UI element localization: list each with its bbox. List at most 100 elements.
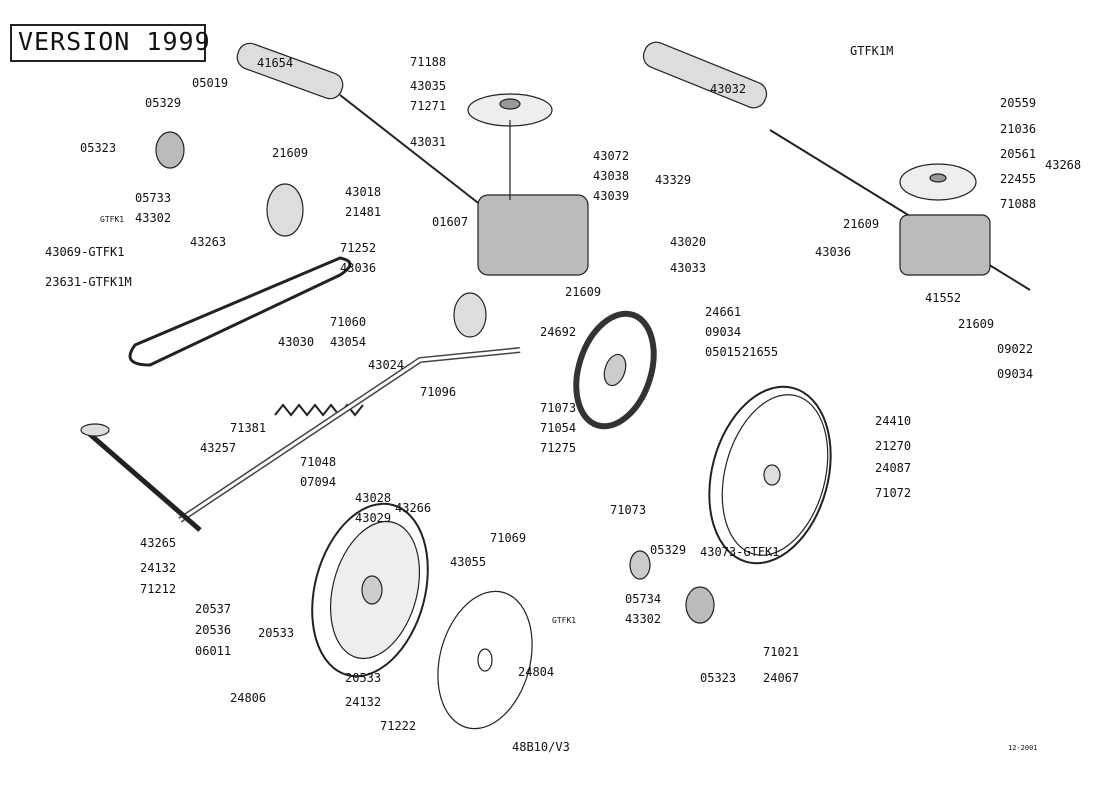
part-label: 43069-GTFK1 (45, 245, 124, 259)
part-label: 71222 (380, 719, 416, 733)
part-label: 22455 (1000, 172, 1036, 186)
part-label: 05329 (145, 96, 181, 110)
part-label: 21270 (875, 439, 911, 453)
part-label: 05323 (700, 671, 736, 685)
part-label: 71054 (540, 421, 576, 435)
part-label: 43257 (200, 441, 236, 455)
part-label: 71212 (140, 582, 176, 596)
part-label: 43055 (450, 555, 486, 569)
part-label: 05734 (625, 592, 661, 606)
part-label: 24806 (230, 691, 266, 705)
right-gearbox (899, 163, 991, 276)
part-label: 24804 (518, 665, 554, 679)
part-label: 43039 (593, 189, 629, 203)
left-drive-shaft (236, 42, 501, 221)
drive-gears (155, 131, 715, 624)
part-label: 24132 (345, 695, 381, 709)
part-label: 71275 (540, 441, 576, 455)
part-label: 43329 (655, 173, 691, 187)
part-label: 20536 (195, 623, 231, 637)
part-label: 43024 (368, 358, 404, 372)
part-label: 43302 (625, 612, 661, 626)
part-label: 24067 (763, 671, 799, 685)
part-label: GTFK1 (552, 616, 576, 625)
part-label: 43028 (355, 491, 391, 505)
part-label: 09034 (997, 367, 1033, 381)
part-label: 43033 (670, 261, 706, 275)
part-label: 21481 (345, 205, 381, 219)
drive-pulley (573, 310, 657, 430)
part-label: 21655 (742, 345, 778, 359)
part-label: 71096 (420, 385, 456, 399)
part-label: 43073-GTFK1 (700, 545, 779, 559)
part-label: 71073 (610, 503, 646, 517)
part-label: 21609 (272, 146, 308, 160)
right-wheel (708, 385, 832, 565)
part-label: 21036 (1000, 122, 1036, 136)
part-label: 43030 (278, 335, 314, 349)
rear-axle-frame (80, 347, 521, 532)
part-label: 43302 (135, 211, 171, 225)
part-label: 05323 (80, 141, 116, 155)
part-label: 20533 (345, 671, 381, 685)
part-label: 71271 (410, 99, 446, 113)
part-label: 24087 (875, 461, 911, 475)
part-label: 43266 (395, 501, 431, 515)
part-label: 43265 (140, 536, 176, 550)
part-label: 24132 (140, 561, 176, 575)
part-label: GTFK1 (100, 215, 124, 224)
part-label: 09034 (705, 325, 741, 339)
part-label: 20559 (1000, 96, 1036, 110)
part-label: 06011 (195, 644, 231, 658)
drawing-code: 48B10/V3 (512, 740, 570, 754)
date-code: 12-2001 (1008, 744, 1038, 752)
part-label: 71381 (230, 421, 266, 435)
part-label: 01607 (432, 215, 468, 229)
part-label: 07094 (300, 475, 336, 489)
part-label: 43020 (670, 235, 706, 249)
part-label: 71072 (875, 486, 911, 500)
part-label: 43031 (410, 135, 446, 149)
part-label: 05329 (650, 543, 686, 557)
part-label: 23631-GTFK1M (45, 275, 132, 289)
part-label: 20537 (195, 602, 231, 616)
part-label: 71088 (1000, 197, 1036, 211)
model-code: GTFK1M (850, 44, 894, 58)
part-label: 43032 (710, 82, 746, 96)
part-label: 43036 (815, 245, 851, 259)
part-label: 05733 (135, 191, 171, 205)
part-label: 09022 (997, 342, 1033, 356)
part-label: 71073 (540, 401, 576, 415)
part-label: 41552 (925, 291, 961, 305)
drive-belt (128, 256, 352, 367)
part-label: 43263 (190, 235, 226, 249)
part-label: 24410 (875, 414, 911, 428)
part-label: 21609 (843, 217, 879, 231)
part-label: 24661 (705, 305, 741, 319)
part-label: 43036 (340, 261, 376, 275)
part-label: 21609 (958, 317, 994, 331)
part-label: 43018 (345, 185, 381, 199)
part-label: 43054 (330, 335, 366, 349)
part-label: 43035 (410, 79, 446, 93)
part-label: 41654 (257, 56, 293, 70)
part-label: 43072 (593, 149, 629, 163)
part-label: 20533 (258, 626, 294, 640)
part-label: 05019 (192, 76, 228, 90)
part-label: 24692 (540, 325, 576, 339)
part-label: 71048 (300, 455, 336, 469)
part-label: 71188 (410, 55, 446, 69)
part-label: 05015 (705, 345, 741, 359)
part-label: 20561 (1000, 147, 1036, 161)
part-label: 21609 (565, 285, 601, 299)
hub-cap (437, 590, 533, 730)
part-label: 71252 (340, 241, 376, 255)
part-label: 71069 (490, 531, 526, 545)
left-wheel (311, 502, 429, 678)
part-label: 43029 (355, 511, 391, 525)
part-label: 71060 (330, 315, 366, 329)
part-label: 43038 (593, 169, 629, 183)
gearbox (467, 93, 589, 276)
